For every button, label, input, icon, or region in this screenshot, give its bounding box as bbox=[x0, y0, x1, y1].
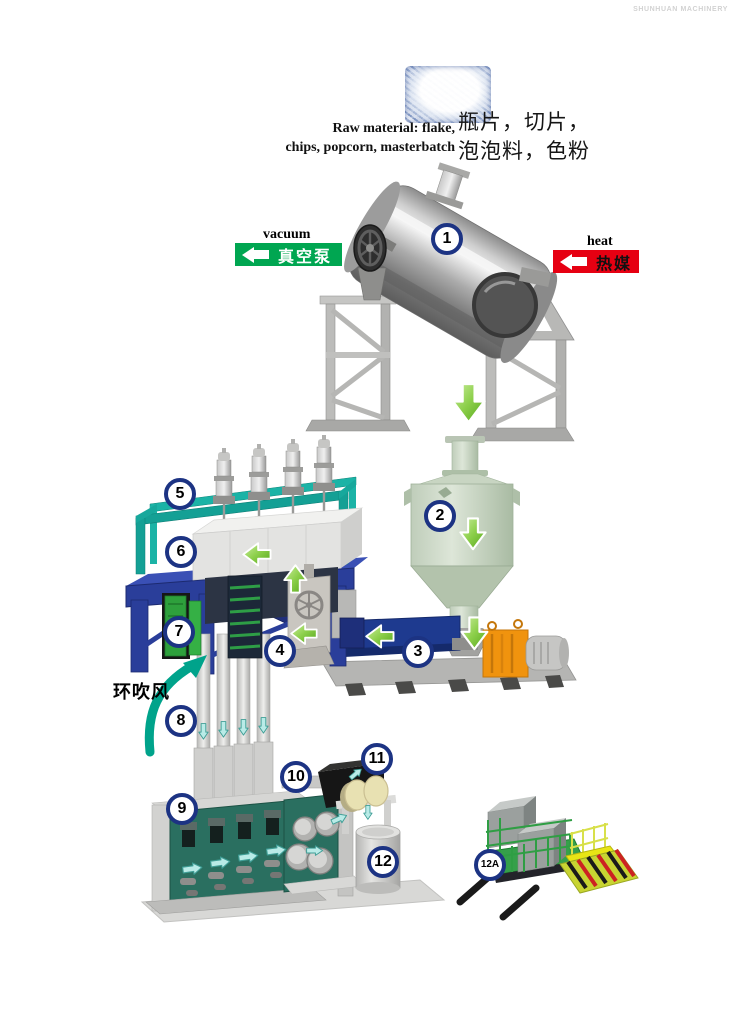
extruder-motor bbox=[525, 635, 569, 671]
vacuum-banner: 真空泵 bbox=[235, 243, 342, 266]
step-marker-1: 1 bbox=[431, 223, 463, 255]
raw-material-photo bbox=[405, 66, 491, 123]
left-arrow-icon bbox=[560, 253, 572, 270]
ring-air-arrow bbox=[144, 655, 207, 757]
spin-pack-area bbox=[162, 564, 338, 669]
dryer-top-port bbox=[425, 162, 471, 210]
step-marker-4: 4 bbox=[264, 635, 296, 667]
step-marker-8: 8 bbox=[165, 705, 197, 737]
raw-material-zh-line2: 泡泡料，色粉 bbox=[458, 139, 590, 163]
pump-drive-motors bbox=[213, 435, 335, 534]
watermark: SHUNHUAN MACHINERY bbox=[633, 6, 728, 13]
raw-material-zh-line1: 瓶片，切片， bbox=[458, 110, 590, 134]
heat-banner-text: 热媒 bbox=[596, 255, 633, 273]
left-arrow-bar bbox=[254, 250, 269, 259]
take-up-unit bbox=[145, 790, 327, 915]
step-marker-2: 2 bbox=[424, 500, 456, 532]
step-marker-12: 12 bbox=[367, 846, 399, 878]
step-marker-5: 5 bbox=[164, 478, 196, 510]
step-marker-11: 11 bbox=[361, 743, 393, 775]
step-marker-7: 7 bbox=[163, 616, 195, 648]
dryer-door bbox=[472, 272, 538, 338]
raw-material-en-line2: chips, popcorn, masterbatch bbox=[285, 140, 455, 155]
left-arrow-icon bbox=[242, 246, 254, 263]
step-marker-3: 3 bbox=[402, 636, 434, 668]
heat-banner: 热媒 bbox=[553, 250, 639, 273]
extruder-gearbox bbox=[482, 619, 529, 678]
ring-air-label: 环吹风 bbox=[113, 682, 170, 702]
raw-material-en-line1: Raw material: flake, bbox=[332, 121, 455, 136]
step-marker-12A: 12A bbox=[474, 849, 506, 881]
baler-machine bbox=[456, 796, 639, 921]
step-marker-6: 6 bbox=[165, 536, 197, 568]
take-up-guides bbox=[180, 810, 282, 896]
vacuum-banner-text: 真空泵 bbox=[278, 248, 333, 266]
baler-railing bbox=[569, 823, 609, 862]
dryer-trunnion bbox=[518, 267, 552, 287]
heat-label: heat bbox=[587, 234, 613, 249]
dryer-left-stand bbox=[305, 295, 411, 432]
raw-material-text-zh: 瓶片，切片， 泡泡料，色粉 bbox=[458, 108, 658, 166]
step-marker-9: 9 bbox=[166, 793, 198, 825]
dryer-drum bbox=[344, 162, 558, 363]
left-arrow-bar bbox=[572, 257, 587, 266]
winder-disc bbox=[363, 775, 389, 807]
draw-unit bbox=[281, 775, 363, 897]
dryer-drive-wheel bbox=[353, 224, 387, 272]
baler-conveyor bbox=[559, 848, 639, 894]
raw-material-text-en: Raw material: flake, chips, popcorn, mas… bbox=[255, 119, 455, 157]
vacuum-label: vacuum bbox=[263, 227, 311, 242]
step-marker-10: 10 bbox=[280, 761, 312, 793]
